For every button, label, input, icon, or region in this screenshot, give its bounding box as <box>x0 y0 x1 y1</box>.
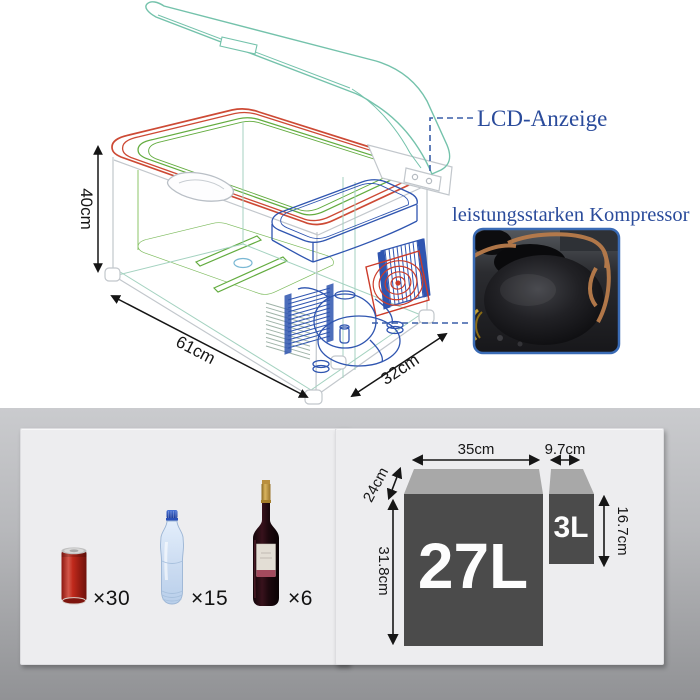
large-block-top <box>404 469 543 494</box>
large-height-label: 31.8cm <box>375 546 392 595</box>
copper-tubes <box>474 232 611 323</box>
evaporator-heatsink <box>284 283 334 355</box>
compressor-label: leistungsstarken Kompressor <box>452 204 690 226</box>
large-depth-label: 24cm <box>360 465 392 505</box>
bottom-band: ×30 ×15 <box>0 408 700 700</box>
photo-border <box>472 227 621 355</box>
small-height-label: 16.7cm <box>614 506 631 555</box>
carry-handle <box>166 171 234 202</box>
inner-liner-green <box>137 117 404 295</box>
volume-panel: 27L 3L 35cm 9.7cm 24cm 31.8cm 16.7cm <box>335 428 664 665</box>
small-block-top <box>549 469 594 494</box>
button-dot <box>425 177 433 185</box>
condenser-coil <box>377 238 431 310</box>
lcd-display-dot <box>411 173 419 181</box>
small-block-front <box>549 494 594 564</box>
wine-bottle-icon <box>253 480 279 606</box>
soda-can-icon <box>61 547 87 605</box>
lcd-label: LCD-Anzeige <box>477 106 607 131</box>
drain-hole <box>233 257 253 269</box>
open-lid <box>145 1 451 175</box>
volume-diagram: 27L 3L 35cm 9.7cm 24cm 31.8cm 16.7cm <box>360 441 631 646</box>
control-panel <box>403 167 442 192</box>
bottle-count-label: ×15 <box>191 587 229 610</box>
depth-dimension-label: 32cm <box>377 350 422 389</box>
inner-tray <box>271 179 418 263</box>
can-count-label: ×30 <box>93 587 131 610</box>
small-volume-label: 3L <box>553 511 588 544</box>
large-block-front <box>404 494 543 646</box>
water-bottle-icon <box>160 510 184 605</box>
large-volume-label: 27L <box>418 530 528 602</box>
cooling-fan <box>365 250 430 317</box>
lcd-leader-line <box>429 117 474 171</box>
outer-shell <box>104 122 453 405</box>
length-dimension-label: 61cm <box>173 332 219 368</box>
capacity-panel: ×30 ×15 <box>20 428 349 665</box>
lid-latch <box>219 36 258 55</box>
height-dimension-label: 40cm <box>77 188 96 230</box>
wine-count-label: ×6 <box>288 587 313 610</box>
compressor-photo <box>472 227 621 355</box>
feet <box>104 267 435 405</box>
small-width-label: 9.7cm <box>545 441 586 458</box>
feature-callouts: LCD-Anzeige leistungsstarken Kompressor <box>372 106 690 324</box>
large-width-label: 35cm <box>458 441 495 458</box>
cooler-technical-drawing: 40cm 61cm 32cm LCD-Anzeige leistungsstar… <box>77 1 690 405</box>
